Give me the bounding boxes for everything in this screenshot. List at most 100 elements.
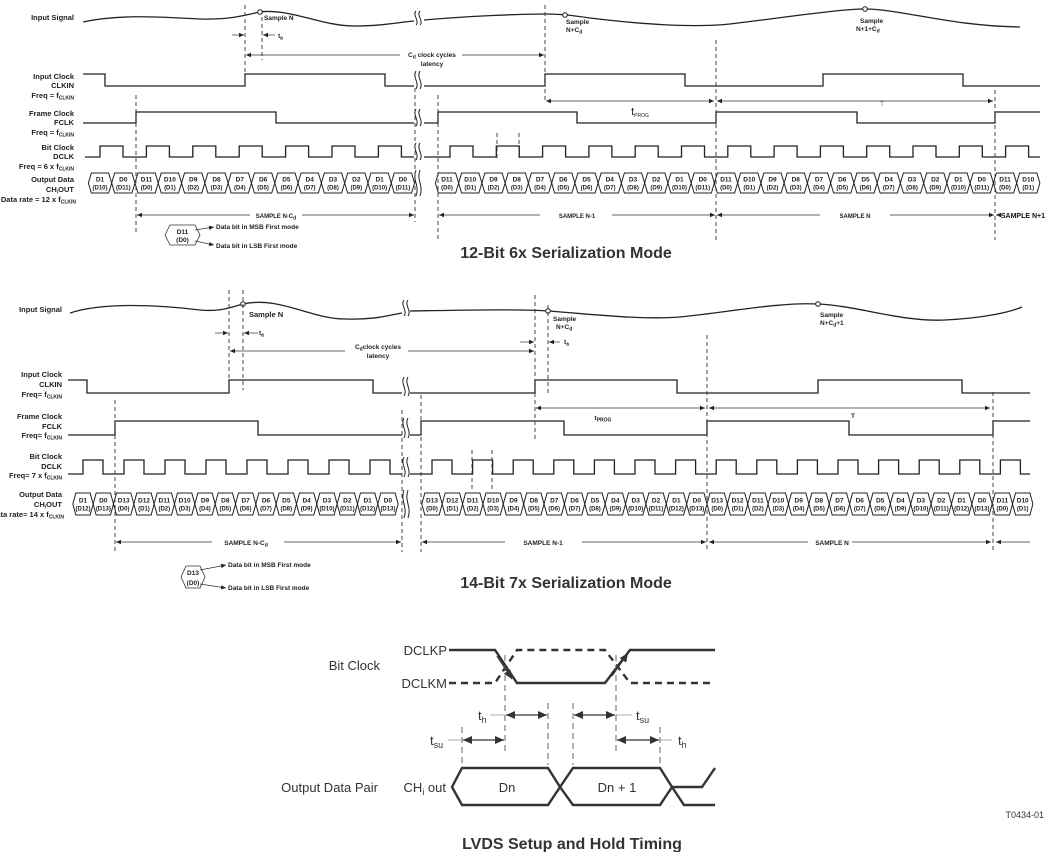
dclk-waveform: [424, 145, 1040, 158]
data-bit-lsb: (D7): [883, 186, 895, 192]
data-bit-lsb: (D2): [187, 186, 199, 192]
data-bit-lsb: (D0): [426, 507, 438, 513]
data-cell: D3(D10): [624, 492, 647, 516]
fclk-waveform: [68, 420, 402, 436]
data-bit-lsb: (D1): [447, 507, 459, 513]
svg-text:Input Clock: Input Clock: [33, 72, 75, 81]
th-label: th: [478, 708, 487, 725]
data-bit-msb: D0: [384, 498, 393, 505]
clkin-waveform: [424, 73, 1040, 87]
data-bit-msb: D2: [352, 177, 361, 184]
data-bit-lsb: (D13): [689, 507, 704, 513]
data-bit-lsb: (D11): [649, 507, 664, 513]
data-cell: D3(D10): [910, 492, 932, 516]
clkin-waveform: [410, 379, 1030, 394]
data-cell: D5(D6): [853, 172, 878, 194]
sample-range-label-n-plus-1: SAMPLE N+1: [1001, 213, 1045, 220]
data-bit-lsb: (D11): [396, 186, 411, 192]
output-data-label: Output Data CHiOUT Data rate = 12 x fCLK…: [1, 175, 76, 206]
data-bit-msb: D7: [536, 177, 545, 184]
data-bit-msb: D4: [896, 498, 905, 505]
svg-text:DCLK: DCLK: [41, 462, 62, 471]
data-bit-lsb: (D3): [179, 507, 191, 513]
latency-label-2: latency: [367, 353, 390, 360]
data-cell: D11(D0): [713, 172, 739, 194]
data-bit-lsb: (D5): [557, 186, 569, 192]
data-bit-msb: D0: [699, 177, 708, 184]
data-bit-msb: D12: [446, 498, 458, 505]
break-mark: [414, 70, 418, 90]
break-mark: [402, 456, 406, 478]
data-cell: D3(D10): [316, 492, 338, 516]
data-cell: D0 (D13): [377, 492, 399, 516]
data-cell: D7(D6): [543, 492, 565, 516]
data-bit-msb: D5: [591, 498, 600, 505]
data-bit-lsb: (D2): [158, 507, 170, 513]
data-cell: D5(D8): [275, 492, 297, 516]
fclk-waveform: [410, 420, 1030, 436]
data-bit-msb: D8: [792, 177, 801, 184]
data-bit-msb: D6: [838, 177, 847, 184]
waveforms-12bit: D1(D10)D0(D11)D11(D0)D10(D1)D9(D2)D8(D3)…: [82, 5, 1041, 240]
data-cell: D0(D13): [686, 492, 708, 516]
data-cell: D4(D7): [597, 172, 622, 194]
data-cell: D1(D12): [665, 492, 688, 516]
data-bit-lsb: (D12): [75, 507, 90, 513]
data-bit-lsb: (D6): [548, 507, 560, 513]
svg-text:Input Clock: Input Clock: [21, 370, 63, 379]
input-signal-label: Input Signal: [31, 13, 74, 22]
data-cell: D1(D12): [950, 492, 973, 516]
data-bit-msb: D10: [743, 177, 755, 184]
sample-range-label: SAMPLE N-1: [559, 214, 596, 220]
data-cell: D0(D11): [111, 172, 136, 194]
data-bit-msb: D10: [179, 498, 191, 505]
data-bit-lsb: (D3): [211, 186, 223, 192]
ta-label: ta: [564, 339, 569, 348]
data-cell: D11(D0): [134, 172, 159, 194]
data-bit-msb: D6: [856, 498, 865, 505]
data-bit-lsb: (D13): [380, 507, 395, 513]
clkin-waveform: [68, 379, 402, 394]
data-bit-msb: D2: [931, 177, 940, 184]
data-bit-lsb: (D0): [118, 507, 130, 513]
data-bit-msb: D1: [957, 498, 966, 505]
data-cell: D8(D3): [504, 172, 529, 194]
data-bit-msb: D0: [978, 498, 987, 505]
data-cell: D2(D9): [923, 172, 948, 194]
sample-n-label: Sample N: [249, 310, 283, 319]
bit-clock-label: Bit Clock DCLK Freq = 6 x fCLKIN: [19, 143, 75, 173]
data-cell: D4(D7): [297, 172, 322, 194]
data-bit-lsb: (D5): [813, 507, 825, 513]
data-bit-lsb: (D10): [628, 507, 643, 513]
data-bit-lsb: (D0): [711, 507, 723, 513]
data-bit-msb: D9: [201, 498, 210, 505]
data-bit-msb: D0: [399, 177, 408, 184]
sample-n-label: Sample N: [264, 15, 294, 22]
clkin-waveform: [83, 73, 414, 87]
data-cell: D8(D5): [523, 492, 545, 516]
data-cell: D7 (D4): [527, 172, 553, 194]
dclk-waveform: [68, 459, 402, 475]
data-cell: D11(D2): [462, 492, 484, 516]
data-bit-lsb: (D9): [350, 186, 362, 192]
break-mark: [414, 10, 418, 26]
data-bit-lsb: (D8): [327, 186, 339, 192]
data-bit-lsb: (D9): [609, 507, 621, 513]
data-bit-lsb: (D4): [534, 186, 546, 192]
data-cell: D11(D2): [153, 492, 176, 516]
data-cell: D13(D0): [706, 492, 728, 516]
data-bit-lsb: (D6): [860, 186, 872, 192]
data-bit-lsb: (D11): [695, 186, 710, 192]
data-cell: D2(D11): [645, 492, 667, 516]
data-cell: D12(D1): [726, 492, 749, 516]
dn1-label: Dn + 1: [598, 780, 637, 795]
data-bit-msb: D11: [752, 498, 764, 505]
data-bit-msb: D11: [141, 177, 153, 184]
data-bit-msb: D8: [212, 177, 221, 184]
data-bit-msb: D7: [815, 177, 824, 184]
break-mark: [418, 10, 422, 26]
svg-text:Frame Clock: Frame Clock: [17, 412, 63, 421]
data-bit-msb: D4: [606, 177, 615, 184]
data-bit-msb: D10: [1022, 177, 1034, 184]
